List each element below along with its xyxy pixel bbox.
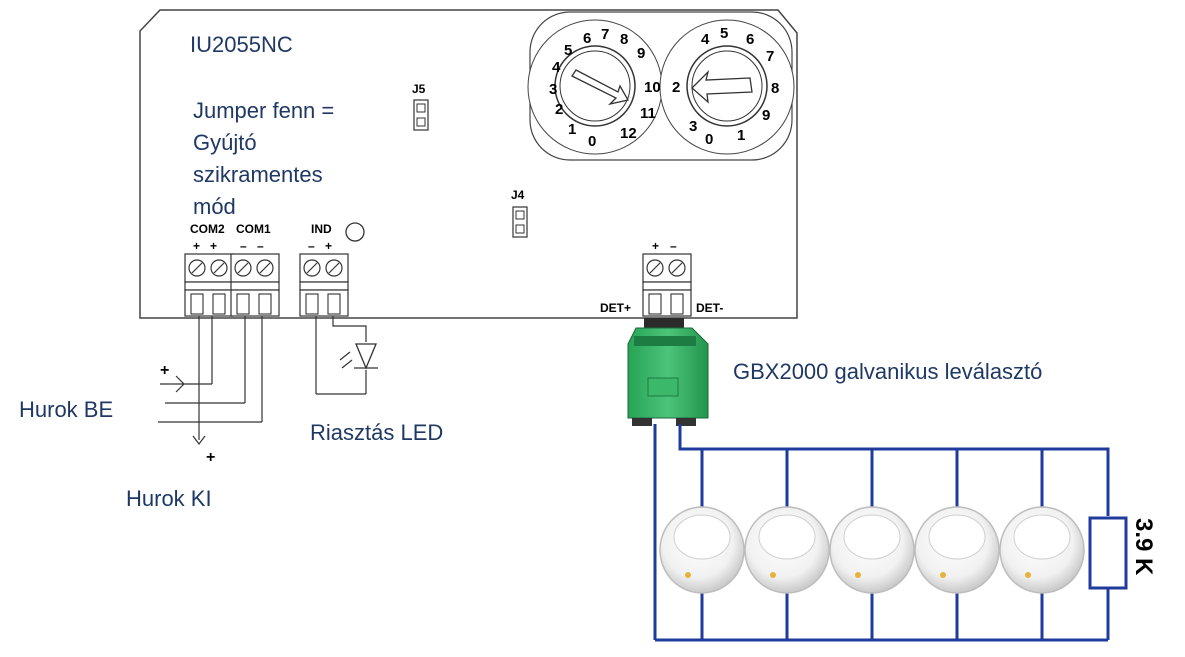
- det-plus-sign: +: [652, 239, 659, 253]
- svg-text:4: 4: [701, 31, 710, 48]
- isolator-label: GBX2000 galvanikus leválasztó: [733, 359, 1042, 384]
- svg-text:12: 12: [620, 125, 637, 142]
- svg-text:11: 11: [640, 105, 656, 122]
- alarm-led-label: Riasztás LED: [310, 420, 443, 445]
- smoke-detector: [999, 449, 1085, 640]
- terminal-com2: [184, 253, 234, 317]
- svg-text:5: 5: [564, 42, 572, 59]
- ind-plus: +: [325, 239, 332, 253]
- svg-text:Jumper fenn =: Jumper fenn =: [193, 98, 334, 123]
- svg-text:8: 8: [771, 80, 779, 97]
- svg-text:9: 9: [637, 45, 645, 62]
- svg-text:5: 5: [720, 25, 728, 42]
- detector-bus: [653, 424, 1110, 642]
- terminal-com1: [230, 253, 280, 317]
- det-minus-label: DET-: [696, 301, 723, 315]
- det-plus-label: DET+: [600, 301, 631, 315]
- com2-plus-a: +: [193, 239, 200, 253]
- jumper-j5: J5: [412, 82, 429, 131]
- svg-text:mód: mód: [193, 194, 236, 219]
- jumper-j4: J4: [511, 188, 528, 238]
- svg-text:4: 4: [552, 59, 561, 76]
- svg-text:3: 3: [689, 118, 697, 135]
- svg-text:8: 8: [620, 31, 628, 48]
- terminal-ind: [299, 253, 349, 317]
- loop-out-label: Hurok KI: [126, 486, 212, 511]
- rotary-dial-left: 0 1 2 3 4 5 6 7 8 9 10 11 12: [549, 26, 661, 150]
- svg-text:+: +: [160, 362, 169, 379]
- svg-text:0: 0: [588, 133, 596, 150]
- svg-text:J4: J4: [511, 188, 525, 202]
- rotary-switch-block: 0 1 2 3 4 5 6 7 8 9 10 11 12 0 2 4 5 6 7…: [527, 11, 795, 161]
- terminal-det: [642, 253, 692, 317]
- svg-text:2: 2: [672, 79, 680, 96]
- com1-minus-a: –: [240, 239, 247, 253]
- rotary-dial-right: 0 2 4 5 6 7 8 9 1 3: [672, 25, 779, 148]
- isolator-module: [627, 318, 709, 426]
- loop-wiring: + +: [158, 316, 263, 466]
- resistor-label: 3.9 K: [1130, 518, 1157, 576]
- led-wiring: [315, 316, 378, 395]
- smoke-detector: [744, 449, 830, 640]
- svg-text:Gyújtó: Gyújtó: [193, 130, 257, 155]
- indicator-led-hole: [345, 222, 365, 242]
- svg-text:1: 1: [737, 127, 745, 144]
- com2-plus-b: +: [210, 239, 217, 253]
- svg-text:0: 0: [705, 131, 713, 148]
- det-minus-sign: –: [670, 239, 677, 253]
- smoke-detector: [829, 449, 915, 640]
- eol-resistor: [1088, 516, 1128, 590]
- module-name: IU2055NC: [190, 32, 293, 57]
- svg-text:J5: J5: [412, 82, 426, 96]
- ind-label: IND: [311, 222, 332, 236]
- svg-text:1: 1: [568, 121, 576, 138]
- jumper-note: Jumper fenn = Gyújtó szikramentes mód: [193, 98, 334, 219]
- svg-text:9: 9: [762, 107, 770, 124]
- svg-text:6: 6: [583, 30, 591, 47]
- com1-label: COM1: [236, 222, 271, 236]
- svg-text:6: 6: [746, 31, 754, 48]
- svg-text:10: 10: [644, 79, 661, 96]
- svg-text:2: 2: [555, 101, 563, 118]
- com1-minus-b: –: [257, 239, 264, 253]
- svg-text:7: 7: [601, 26, 609, 43]
- com2-label: COM2: [190, 222, 225, 236]
- ind-minus: –: [308, 239, 315, 253]
- svg-text:7: 7: [766, 48, 774, 65]
- smoke-detector: [659, 449, 745, 640]
- terminal-blocks: [184, 253, 692, 317]
- loop-in-label: Hurok BE: [19, 397, 113, 422]
- svg-text:3: 3: [549, 81, 557, 98]
- svg-text:szikramentes: szikramentes: [193, 162, 323, 187]
- led-symbol: [355, 343, 377, 370]
- smoke-detector: [914, 449, 1000, 640]
- svg-text:+: +: [206, 449, 215, 466]
- detector-row: [659, 449, 1085, 640]
